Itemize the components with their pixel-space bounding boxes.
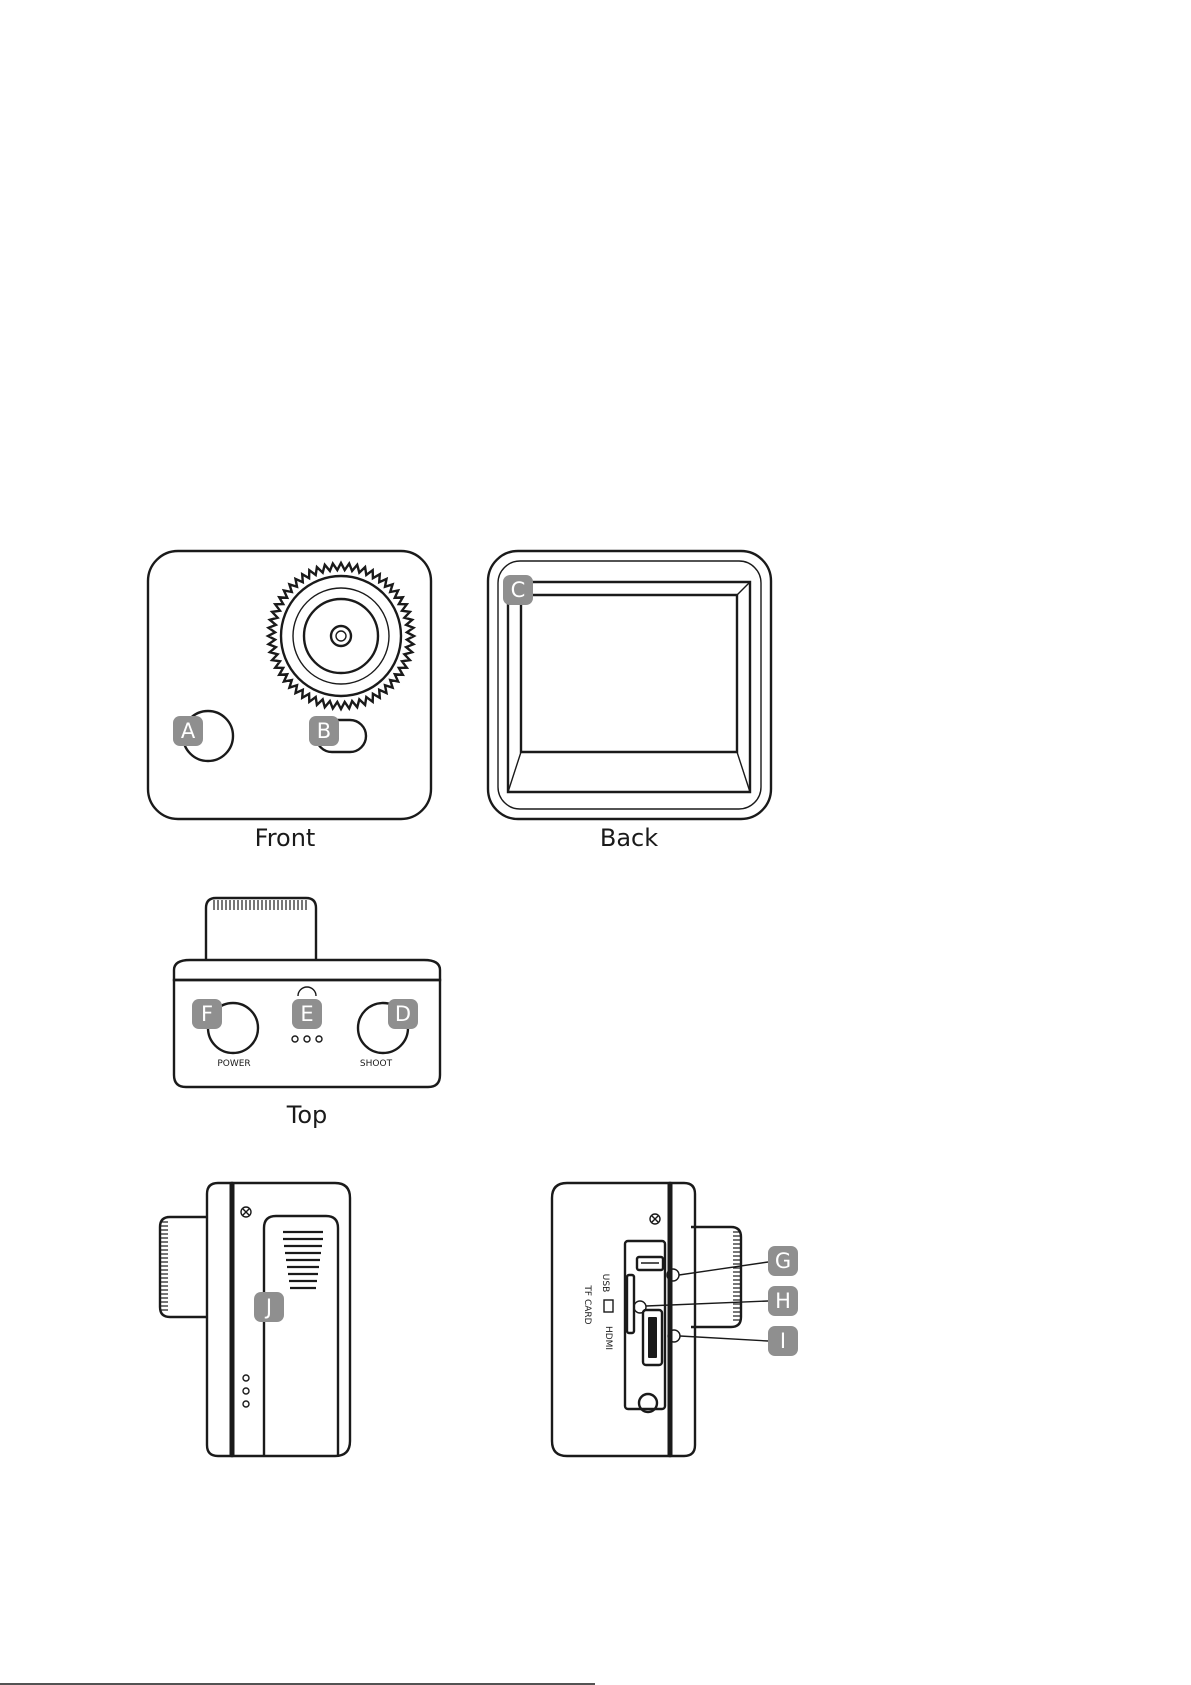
power-label: POWER [217, 1059, 250, 1069]
lens-outer-ring [281, 576, 401, 696]
left-dot-1 [243, 1375, 249, 1381]
right-front-lip [670, 1183, 695, 1456]
callout-i-label: I [780, 1329, 786, 1353]
back-label: Back [600, 824, 658, 852]
callout-h: H [768, 1286, 798, 1316]
top-lens-ribs [214, 900, 306, 910]
callout-f: F [192, 999, 222, 1029]
hdmi-label: HDMI [603, 1326, 613, 1350]
top-mic-hole [298, 987, 316, 996]
callout-g-label: G [775, 1249, 791, 1273]
callout-e: E [292, 999, 322, 1029]
top-led-dot-2 [304, 1036, 310, 1042]
shoot-label: SHOOT [360, 1059, 393, 1069]
left-dot-3 [243, 1401, 249, 1407]
lens-glass [304, 599, 378, 673]
battery-door-grip [283, 1232, 323, 1288]
screen-display [521, 595, 737, 752]
callout-d: D [388, 999, 418, 1029]
bezel-corner-br [737, 752, 750, 792]
lens-center-dot [336, 631, 346, 641]
callout-b: B [309, 716, 339, 746]
callout-e-label: E [300, 1002, 313, 1026]
right-side-view: USB TF CARD HDMI [552, 1183, 768, 1456]
callout-c-label: C [511, 578, 526, 602]
callout-c: C [503, 575, 533, 605]
usb-label: USB [600, 1274, 610, 1292]
bezel-corner-bl [508, 752, 521, 792]
tf-card-icon [604, 1300, 613, 1312]
hdmi-port-inner [648, 1317, 657, 1358]
callout-j: J [254, 1292, 284, 1322]
leader-g [679, 1262, 768, 1275]
lens-center-ring [331, 626, 351, 646]
leader-i [680, 1336, 768, 1341]
front-label: Front [255, 824, 316, 852]
callout-h-label: H [775, 1289, 791, 1313]
bezel-corner-tr [737, 582, 750, 595]
tf-card-slot [627, 1275, 634, 1333]
tf-card-label: TF CARD [582, 1284, 592, 1324]
screen-bezel [508, 582, 750, 792]
callout-a: A [173, 716, 203, 746]
leader-h-anchor [634, 1301, 646, 1313]
port-cover-recess [625, 1241, 665, 1409]
callout-b-label: B [317, 719, 331, 743]
lens-inner-ring [293, 588, 389, 684]
callout-d-label: D [395, 1002, 411, 1026]
top-label: Top [286, 1101, 328, 1129]
top-led-dot-1 [292, 1036, 298, 1042]
lens-knurled-ring [268, 563, 414, 709]
top-body-outline [174, 980, 440, 1087]
top-front-lip [174, 960, 440, 980]
callout-i: I [768, 1326, 798, 1356]
top-led-dot-3 [316, 1036, 322, 1042]
callouts: A B C D E F G H [173, 575, 798, 1356]
left-side-view [160, 1183, 350, 1456]
callout-a-label: A [181, 719, 196, 743]
callout-j-label: J [264, 1295, 272, 1319]
callout-g: G [768, 1246, 798, 1276]
front-view: Front [148, 551, 431, 852]
back-body-inner-outline [498, 561, 761, 809]
left-body-outline [232, 1183, 350, 1456]
left-front-lip [207, 1183, 232, 1456]
lens-bezel [268, 563, 414, 709]
left-dot-2 [243, 1388, 249, 1394]
callout-f-label: F [201, 1002, 213, 1026]
